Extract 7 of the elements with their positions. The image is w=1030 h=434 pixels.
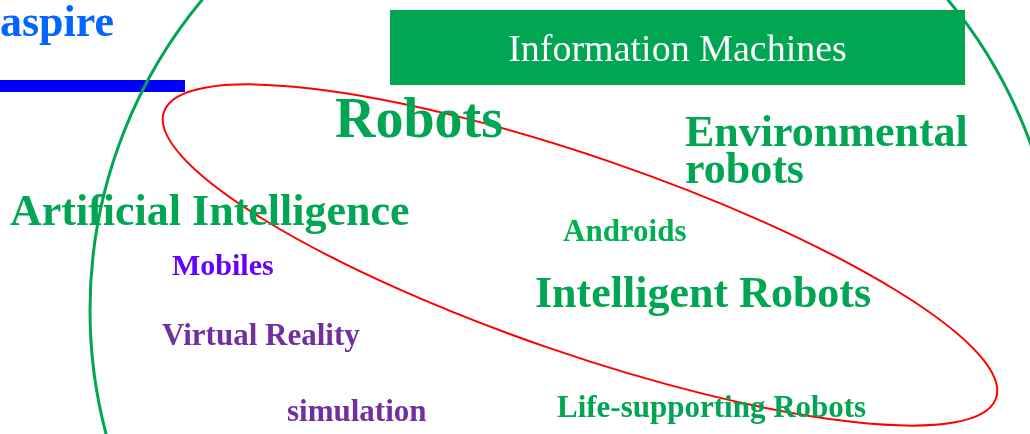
topic-label: Mobiles	[172, 252, 275, 278]
topic-label: Robots	[335, 95, 505, 143]
topic-label: Androids	[563, 218, 688, 245]
slide-title: aspire	[0, 0, 115, 44]
heading-band: Information Machines	[390, 10, 965, 85]
topic-label: simulation	[287, 398, 428, 425]
topic-label: Environmental robots	[685, 113, 969, 188]
